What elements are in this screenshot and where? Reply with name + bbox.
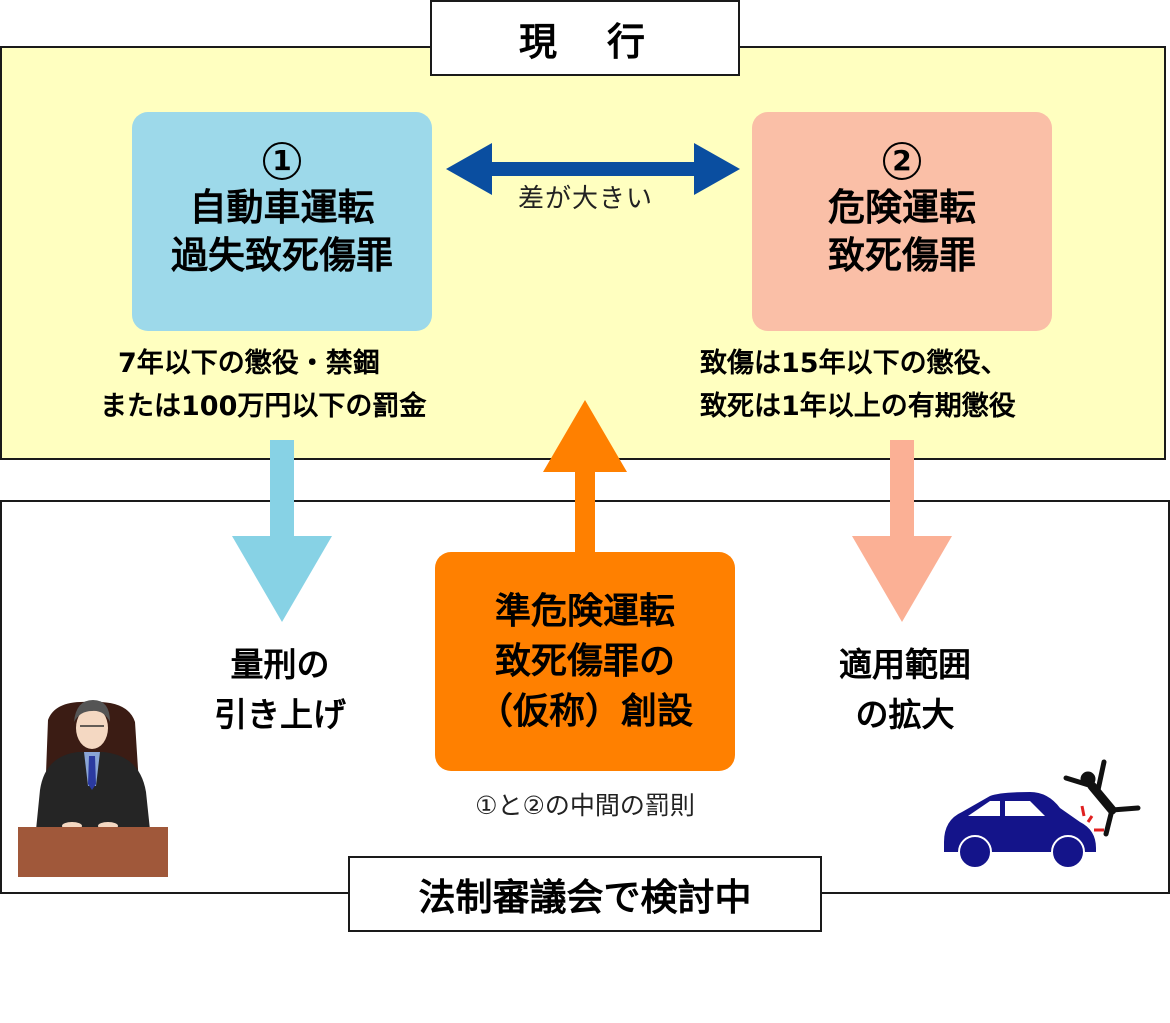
outcome-left-line: 引き上げ [214,695,346,734]
judge-desk [18,827,168,877]
current-law-title-text: 現 行 [518,19,651,64]
offense-1-penalty-line: 7年以下の懲役・禁錮 [118,348,380,379]
center-up-arrow [543,400,627,560]
offense-2-penalty-line: 致死は1年以上の有期懲役 [700,391,1016,422]
outcome-left-line: 量刑の [230,645,330,684]
outcome-expand-scope: 適用範囲 の拡大 [800,640,1010,740]
offense-1-penalty-line: または100万円以下の罰金 [100,391,427,422]
offense-2-box: 2 危険運転 致死傷罪 [752,112,1052,331]
new-offense-line: 致死傷罪の [494,640,675,682]
current-law-title: 現 行 [430,0,740,76]
offense-2-number-badge: 2 [883,142,921,180]
under-review-title: 法制審議会で検討中 [348,856,822,932]
gap-arrow-shaft [490,162,695,176]
outcome-raise-sentencing: 量刑の 引き上げ [190,640,370,740]
judge-icon [18,700,168,877]
outcome-right-line: 適用範囲 [839,645,971,684]
new-offense-line: 準危険運転 [494,590,675,632]
outcome-right-line: の拡大 [855,695,955,734]
gap-label: 差が大きい [518,184,654,214]
new-offense-line: （仮称）創設 [476,690,693,732]
offense-2-penalty-line: 致傷は15年以下の懲役、 [700,348,1008,379]
left-down-arrow [232,440,332,622]
offense-2-name-line: 致死傷罪 [828,234,976,277]
offense-2-name-line: 危険運転 [828,186,976,229]
offense-1-name-line: 自動車運転 [189,186,375,229]
right-down-arrow [852,440,952,622]
offense-1-name-line: 過失致死傷罪 [171,234,393,277]
gap-arrow-left-head [446,143,492,195]
offense-1-box: 1 自動車運転 過失致死傷罪 [132,112,432,331]
new-offense-caption: ①と②の中間の罰則 [475,791,695,820]
new-offense-box: 準危険運転 致死傷罪の （仮称）創設 [435,552,735,771]
offense-1-number-badge: 1 [263,142,301,180]
gap-arrow-right-head [694,143,740,195]
gap-double-arrow [446,143,740,195]
car-accident-icon [944,759,1141,869]
offense-2-penalty: 致傷は15年以下の懲役、 致死は1年以上の有期懲役 [700,342,1016,428]
offense-1-penalty: 7年以下の懲役・禁錮 または100万円以下の罰金 [100,342,426,428]
under-review-title-text: 法制審議会で検討中 [418,876,752,919]
